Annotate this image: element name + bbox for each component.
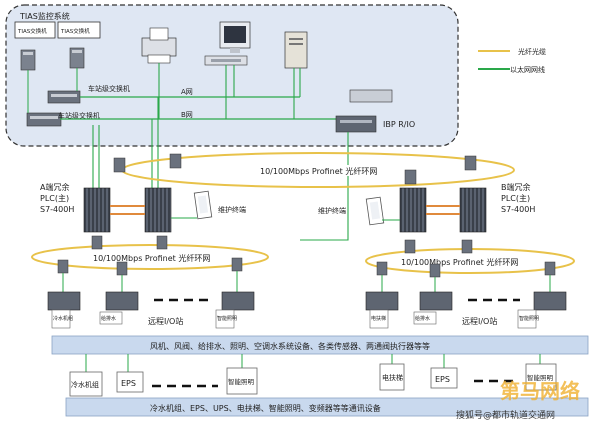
station-switch-top-icon	[47, 90, 81, 104]
terminal-right-label: 维护终端	[318, 206, 346, 215]
ring-switch-icon	[231, 257, 243, 272]
io-right-tag-1: 电扶梯	[371, 315, 386, 322]
server-icon	[284, 31, 308, 69]
plc-left-line-2: PLC(主)	[40, 193, 69, 203]
ring-switch-icon	[57, 259, 69, 274]
io-left-remote-label: 远程I/O站	[148, 316, 183, 326]
left-profinet-ring	[31, 244, 269, 270]
dev-right-1: 电扶梯	[382, 373, 403, 382]
dev-right-box-1	[379, 363, 405, 391]
tias-switch-panel-right	[57, 21, 101, 39]
ring-switch-icon	[113, 157, 126, 173]
terminal-right-icon	[365, 196, 385, 226]
ring-switch-icon	[156, 235, 168, 250]
printer-icon	[141, 27, 177, 64]
ring-switch-icon	[464, 155, 477, 171]
ring-switch-icon	[376, 261, 388, 276]
station-switch-top-label: 车站级交换机	[88, 84, 130, 93]
control-center-panel	[5, 4, 459, 147]
plc-left-rack-b	[144, 187, 172, 233]
dev-left-3: 智能照明	[228, 377, 255, 386]
control-center-title: TIAS监控系统	[19, 11, 70, 21]
ring-switch-icon	[404, 169, 417, 185]
legend-ethernet-label: 以太网网线	[510, 65, 545, 74]
watermark-sub: 搜狐号@都市轨道交通网	[456, 409, 555, 421]
top-ring-label: 10/100Mbps Profinet 光纤环网	[260, 166, 377, 176]
right-ring-label: 10/100Mbps Profinet 光纤环网	[401, 257, 518, 267]
io-right-tag-box-3	[517, 309, 537, 329]
dev-left-box-1	[69, 371, 103, 397]
io-right-tag-3: 智能照明	[519, 315, 539, 322]
ibp-label: IBP R/IO	[383, 120, 415, 129]
comm-device-band	[65, 397, 589, 417]
plc-left-rack-a	[83, 187, 111, 233]
io-left-station-2	[105, 291, 139, 311]
field-device-band	[51, 335, 589, 355]
ibp-rio-icon	[335, 89, 393, 133]
dev-right-3: 智能照明	[527, 373, 554, 382]
io-left-tag-1: 冷水机组	[53, 315, 73, 322]
plc-right-line-3: S7-400H	[501, 205, 535, 214]
net-a-label: A网	[181, 88, 193, 96]
tias-switch-panel-left	[14, 21, 56, 39]
top-ring-label-bg	[256, 165, 356, 176]
io-left-tag-box-3	[215, 309, 235, 329]
io-right-remote-label: 远程I/O站	[462, 316, 497, 326]
plc-right-line-1: B端冗余	[501, 182, 531, 192]
comm-device-band-label: 冷水机组、EPS、UPS、电扶梯、智能照明、变频器等等通讯设备	[150, 403, 381, 413]
legend-fiber-label: 光纤光缆	[518, 47, 546, 56]
dev-left-box-3	[226, 367, 258, 395]
tias-switch-right-icon	[69, 47, 85, 69]
plc-left-line-1: A端冗余	[40, 182, 69, 192]
io-left-station-1	[47, 291, 81, 311]
ring-switch-icon	[169, 153, 182, 169]
dev-right-2: EPS	[435, 375, 450, 384]
dev-right-box-3	[525, 363, 557, 391]
left-ring-label-bg	[90, 252, 196, 263]
io-right-station-3	[533, 291, 567, 311]
station-switch-bottom-label: 车站级交换机	[58, 111, 100, 120]
io-right-tag-box-1	[369, 309, 389, 329]
ring-switch-icon	[91, 235, 103, 250]
io-right-tag-2: 给排水	[415, 315, 430, 322]
terminal-left-icon	[193, 190, 213, 220]
ring-switch-icon	[461, 239, 473, 254]
io-right-station-2	[419, 291, 453, 311]
terminal-left-label: 维护终端	[218, 205, 246, 214]
right-ring-label-bg	[398, 256, 504, 267]
tias-switch-left-icon	[20, 49, 36, 71]
plc-right-rack-b	[459, 187, 487, 233]
watermark-brand: 第马网络	[500, 379, 580, 403]
left-ring-label: 10/100Mbps Profinet 光纤环网	[93, 253, 210, 263]
ring-switch-icon	[116, 261, 128, 276]
tias-switch-left-label: TIAS交换机	[17, 27, 47, 35]
io-left-tag-2: 给排水	[101, 315, 116, 322]
io-left-tag-box-2	[99, 311, 123, 325]
plc-right-line-2: PLC(主)	[501, 193, 530, 203]
dev-right-box-2	[430, 367, 458, 389]
io-left-tag-3: 智能照明	[217, 315, 237, 322]
dev-left-box-2	[116, 371, 144, 393]
plc-right-rack-a	[399, 187, 427, 233]
io-left-station-3	[221, 291, 255, 311]
dev-left-1: 冷水机组	[71, 380, 99, 389]
ring-switch-icon	[544, 261, 556, 276]
io-right-station-1	[365, 291, 399, 311]
io-left-tag-box-1	[51, 309, 71, 329]
ring-switch-icon	[404, 239, 416, 254]
workstation-icon	[204, 21, 251, 66]
station-switch-bottom-icon	[26, 112, 62, 127]
dev-left-2: EPS	[121, 379, 136, 388]
field-device-band-label: 风机、风阀、给排水、照明、空调水系统设备、各类传感器、两通阀执行器等等	[150, 341, 430, 351]
net-b-label: B网	[181, 111, 193, 119]
tias-switch-right-label: TIAS交换机	[60, 27, 90, 35]
io-right-tag-box-2	[413, 311, 437, 325]
plc-left-line-3: S7-400H	[40, 205, 74, 214]
ring-switch-icon	[429, 263, 441, 278]
